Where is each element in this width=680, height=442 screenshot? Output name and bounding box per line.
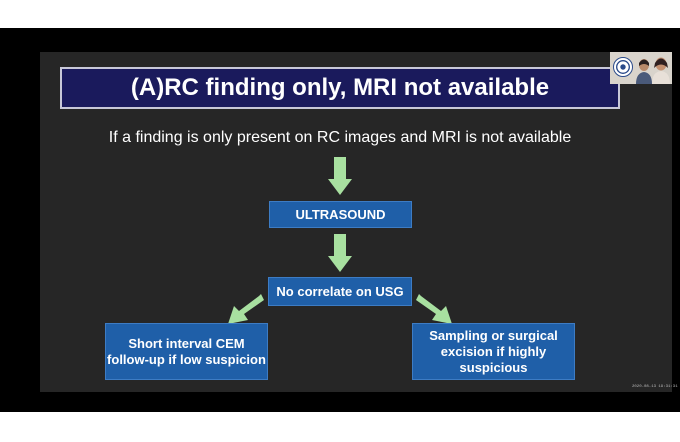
diagonal-arrow-icon <box>416 294 452 324</box>
logo-icon <box>613 57 633 77</box>
presenter-avatar <box>652 57 670 84</box>
slide-title-bar: (A)RC finding only, MRI not available <box>60 67 620 109</box>
outcome-left-label: Short interval CEM follow-up if low susp… <box>107 335 266 367</box>
slide-title: (A)RC finding only, MRI not available <box>130 74 550 101</box>
video-timestamp: 2020-08-13 19:31:31 <box>632 385 678 389</box>
diagonal-arrow-icon <box>228 294 264 324</box>
flow-step-ultrasound-label: ULTRASOUND <box>295 206 386 222</box>
flow-step-no-correlate-label: No correlate on USG <box>276 283 404 299</box>
flow-step-ultrasound: ULTRASOUND <box>269 201 412 228</box>
slide-subtitle: If a finding is only present on RC image… <box>108 129 572 146</box>
outcome-right-box: Sampling or surgical excision if highly … <box>412 323 575 380</box>
presenter-webcam <box>610 52 672 84</box>
down-arrow-icon <box>328 157 352 195</box>
down-arrow-icon <box>328 234 352 272</box>
presenter-avatar <box>636 59 652 84</box>
outcome-right-label: Sampling or surgical excision if highly … <box>429 327 558 375</box>
flow-step-no-correlate: No correlate on USG <box>268 277 412 306</box>
outcome-left-box: Short interval CEM follow-up if low susp… <box>105 323 268 380</box>
